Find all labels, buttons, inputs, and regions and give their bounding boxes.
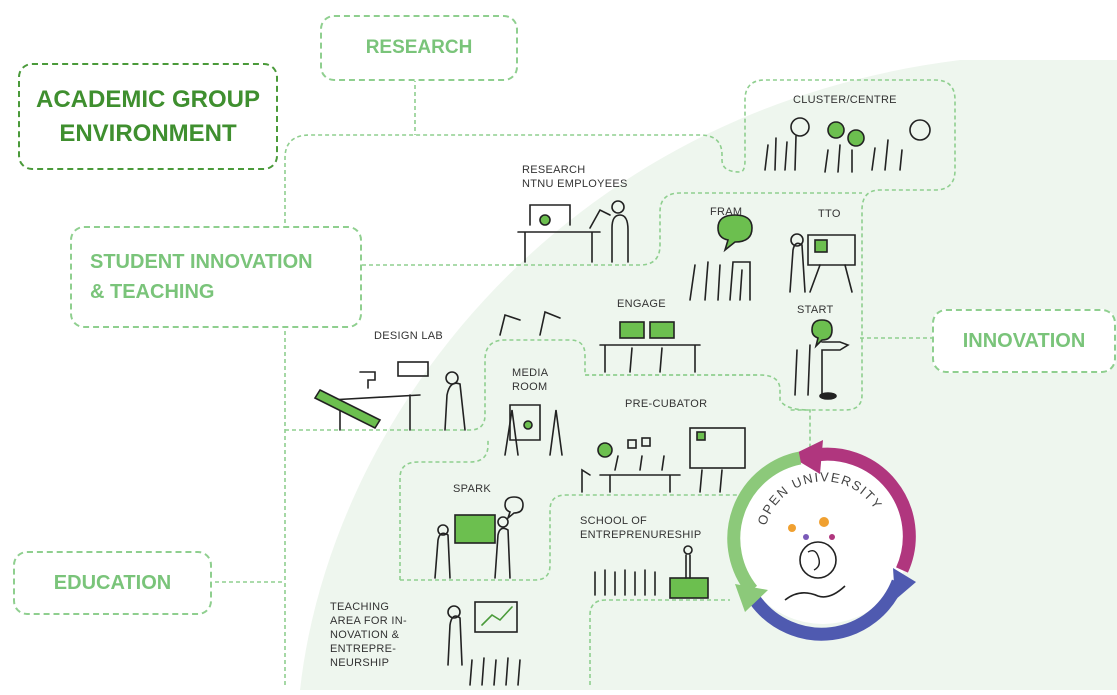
cluster-label: CLUSTER/CENTRE: [793, 94, 897, 106]
school-region: [589, 599, 730, 685]
teaching-label: TEACHING AREA FOR IN- NOVATION & ENTREPR…: [330, 600, 407, 670]
start-label: START: [797, 304, 834, 316]
pre-cubator-illustration: [581, 427, 746, 493]
research-employees-line-2: NTNU EMPLOYEES: [522, 178, 628, 190]
teaching-line-4: ENTREPRE-: [330, 643, 397, 655]
teaching-line-1: TEACHING: [330, 601, 390, 613]
student-line-1: STUDENT INNOVATION: [90, 251, 313, 273]
education-label: EDUCATION: [53, 571, 172, 594]
spark-illustration: [434, 496, 524, 579]
student-box: STUDENT INNOVATION & TEACHING: [70, 226, 362, 328]
engage-label: ENGAGE: [617, 298, 666, 310]
cluster-people-illustration: [764, 117, 931, 173]
start-illustration: [794, 319, 850, 400]
spark-bottom: [400, 494, 745, 581]
academic-line-1: ACADEMIC GROUP: [35, 85, 260, 113]
school-line-2: ENTREPRENURESHIP: [580, 529, 702, 541]
dot-purple-icon: [803, 534, 809, 540]
teaching-line-2: AREA FOR IN-: [330, 615, 407, 627]
illustrations: [313, 117, 931, 686]
teaching-line-5: NEURSHIP: [330, 657, 390, 669]
cycle-arc-magenta: [808, 447, 916, 573]
pre-cubator-label: PRE-CUBATOR: [625, 398, 708, 410]
globe-icon: [799, 541, 837, 579]
research-box: RESEARCH: [320, 15, 518, 81]
cycle-arc-blue: [749, 579, 905, 641]
media-room-illustration: [504, 404, 563, 456]
hand-icon: [784, 585, 846, 601]
innovation-box: INNOVATION: [932, 309, 1116, 373]
cycle-arc-green: [727, 451, 802, 595]
design-lab-region: [285, 339, 811, 450]
research-cluster-region: [284, 79, 956, 685]
research-employees-line-1: RESEARCH: [522, 164, 586, 176]
academic-group-box: ACADEMIC GROUP ENVIRONMENT: [18, 63, 278, 170]
school-illustration: [594, 545, 709, 599]
dot-orange-icon: [788, 524, 796, 532]
dot-purple2-icon: [829, 534, 835, 540]
tto-illustration: [789, 233, 856, 293]
research-label: RESEARCH: [365, 37, 473, 58]
open-university-cycle: OPEN UNIVERSITY: [727, 440, 916, 641]
design-lab-illustration: [313, 361, 466, 431]
fram-illustration: [689, 214, 753, 301]
media-room-line-2: ROOM: [512, 381, 548, 393]
research-employees-label: RESEARCH NTNU EMPLOYEES: [522, 163, 628, 191]
innovation-label: INNOVATION: [962, 329, 1086, 352]
spark-region: [399, 440, 489, 580]
academic-line-2: ENVIRONMENT: [59, 119, 237, 147]
tto-label: TTO: [818, 208, 841, 220]
research-lab-illustration: [517, 200, 629, 263]
education-box: EDUCATION: [13, 551, 212, 615]
engage-illustration: [499, 310, 701, 373]
teaching-illustration: [447, 601, 521, 686]
research-employees-region: [510, 192, 862, 266]
student-line-2: & TEACHING: [90, 281, 215, 303]
spark-label: SPARK: [453, 483, 491, 495]
dot-orange2-icon: [819, 517, 829, 527]
design-lab-label: DESIGN LAB: [374, 330, 444, 342]
fram-label: FRAM: [710, 206, 743, 218]
school-label: SCHOOL OF ENTREPRENURESHIP: [580, 514, 702, 542]
teaching-line-3: NOVATION &: [330, 629, 400, 641]
media-room-line-1: MEDIA: [512, 367, 549, 379]
school-line-1: SCHOOL OF: [580, 515, 648, 527]
connector-lines: [208, 78, 956, 685]
media-room-label: MEDIA ROOM: [512, 366, 548, 394]
